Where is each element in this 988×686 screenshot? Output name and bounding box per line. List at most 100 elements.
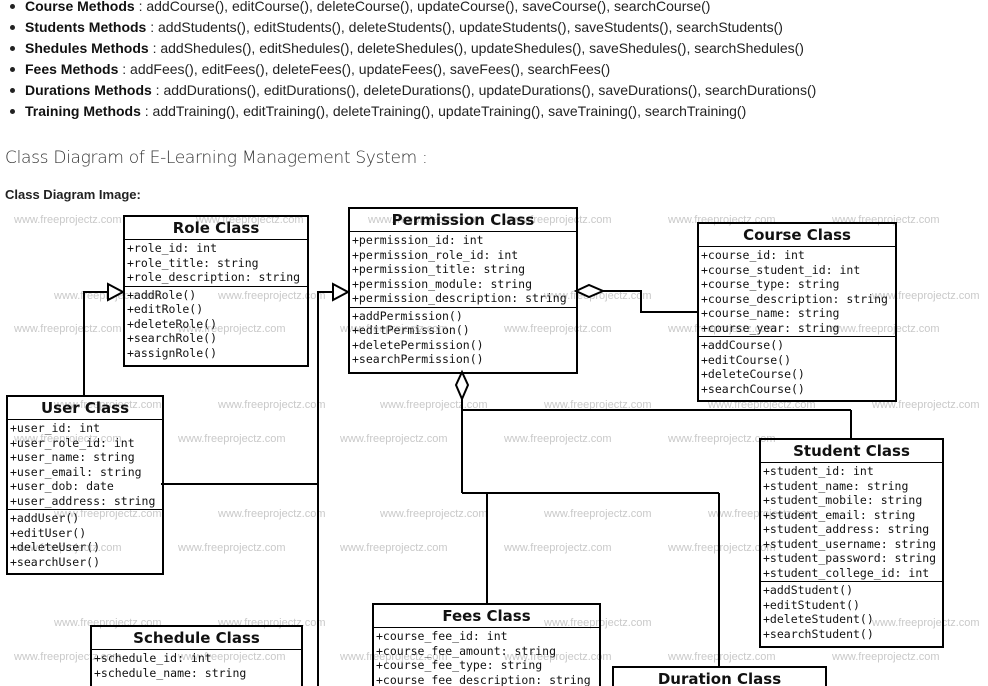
- watermark: www.freeprojectz.com: [668, 323, 776, 335]
- method: +editStudent(): [763, 597, 860, 612]
- watermark: www.freeprojectz.com: [504, 433, 612, 445]
- watermark: www.freeprojectz.com: [872, 290, 980, 302]
- list-item: Durations Methods : addDurations(), edit…: [10, 80, 816, 101]
- method: +deleteStudent(): [763, 612, 874, 626]
- watermark: www.freeprojectz.com: [218, 508, 326, 520]
- class-attributes: +student_id: int +student_name: string +…: [761, 463, 942, 582]
- method-group-name: Course Methods: [25, 0, 135, 14]
- class-methods: +addCourse() +editCourse() +deleteCourse…: [699, 337, 895, 397]
- method-group-methods: : addStudents(), editStudents(), deleteS…: [146, 19, 783, 35]
- class-title: Permission Class: [350, 209, 576, 232]
- method: +searchStudent(): [763, 626, 874, 641]
- attribute: +course_id: int: [701, 248, 805, 262]
- method: +deletePermission(): [352, 337, 484, 352]
- duration-class-box: Duration Class: [612, 666, 827, 686]
- method: +editRole(): [127, 302, 204, 316]
- inheritance-arrow-icon: [107, 282, 126, 302]
- attribute: +role_title: string: [127, 255, 259, 270]
- class-methods: +addPermission() +editPermission() +dele…: [350, 308, 576, 368]
- attribute: +course_student_id: int: [701, 262, 861, 277]
- attribute: +user_role_id: int: [10, 435, 135, 450]
- watermark: www.freeprojectz.com: [504, 651, 612, 663]
- attribute: +student_password: string: [763, 551, 937, 565]
- list-item: Training Methods : addTraining(), editTr…: [10, 101, 746, 122]
- role-class-box: Role Class +role_id: int +role_title: st…: [123, 215, 309, 367]
- attribute: +schedule_id: int: [94, 651, 212, 665]
- attribute: +course_type: string: [701, 277, 840, 291]
- permission-course-link: [603, 290, 697, 313]
- attribute: +role_description: string: [127, 270, 301, 284]
- course-class-box: Course Class +course_id: int +course_stu…: [697, 222, 897, 402]
- watermark: www.freeprojectz.com: [14, 214, 122, 226]
- method: +deleteCourse(): [701, 367, 805, 381]
- watermark: www.freeprojectz.com: [708, 508, 816, 520]
- user-role-link: [83, 291, 108, 395]
- method: +addCourse(): [701, 338, 785, 352]
- method: +searchRole(): [127, 331, 218, 345]
- method: +addRole(): [127, 287, 197, 302]
- watermark: www.freeprojectz.com: [544, 508, 652, 520]
- class-attributes: +role_id: int +role_title: string +role_…: [125, 240, 307, 287]
- schedule-class-box: Schedule Class +schedule_id: int +schedu…: [90, 625, 303, 686]
- watermark: www.freeprojectz.com: [14, 542, 122, 554]
- method: +assignRole(): [127, 345, 218, 360]
- class-attributes: +permission_id: int +permission_role_id:…: [350, 232, 576, 308]
- attribute: +course_name: string: [701, 306, 840, 320]
- attribute: +student_mobile: string: [763, 493, 923, 507]
- method-group-methods: : addCourse(), editCourse(), deleteCours…: [134, 0, 711, 14]
- aggregation-diamond-icon: [573, 283, 606, 299]
- class-attributes: +course_fee_id: int +course_fee_amount: …: [374, 628, 599, 686]
- list-item: Shedules Methods : addShedules(), editSh…: [10, 38, 804, 59]
- user-class-box: User Class +user_id: int +user_role_id: …: [6, 395, 164, 575]
- bullet-icon: [10, 24, 15, 30]
- watermark: www.freeprojectz.com: [504, 542, 612, 554]
- watermark: www.freeprojectz.com: [178, 651, 286, 663]
- class-methods: +addUser() +editUser() +deleteUser() +se…: [8, 510, 162, 570]
- method: +editUser(): [10, 525, 87, 540]
- attribute: +course_description: string: [701, 291, 888, 306]
- method: +addStudent(): [763, 583, 854, 597]
- watermark: www.freeprojectz.com: [544, 290, 652, 302]
- attribute: +permission_module: string: [352, 276, 533, 291]
- class-title: Schedule Class: [92, 627, 301, 650]
- method-group-methods: : addFees(), editFees(), deleteFees(), u…: [118, 61, 611, 77]
- attribute: +user_address: string: [10, 493, 156, 508]
- attribute: +user_id: int: [10, 421, 101, 435]
- class-attributes: +course_id: int +course_student_id: int …: [699, 247, 895, 337]
- attribute: +permission_title: string: [352, 262, 526, 276]
- attribute: +course_fee_type: string: [376, 658, 543, 672]
- permission-class-box: Permission Class +permission_id: int +pe…: [348, 207, 578, 374]
- class-title: Student Class: [761, 440, 942, 463]
- watermark: www.freeprojectz.com: [544, 617, 652, 629]
- image-label: Class Diagram Image:: [5, 187, 141, 202]
- class-methods: +addRole() +editRole() +deleteRole() +se…: [125, 287, 307, 362]
- attribute: +course_fee_amount: string: [376, 643, 557, 658]
- watermark: www.freeprojectz.com: [504, 214, 612, 226]
- bullet-icon: [10, 87, 15, 93]
- attribute: +student_college_id: int: [763, 565, 930, 580]
- attribute: +student_id: int: [763, 464, 874, 478]
- class-title: Fees Class: [374, 605, 599, 628]
- attribute: +user_dob: date: [10, 479, 114, 493]
- watermark: www.freeprojectz.com: [872, 617, 980, 629]
- section-heading: Class Diagram of E-Learning Management S…: [5, 148, 428, 168]
- method-group-name: Training Methods: [25, 103, 141, 119]
- class-title: Role Class: [125, 217, 307, 240]
- class-title: User Class: [8, 397, 162, 420]
- attribute: +student_address: string: [763, 522, 930, 536]
- method: +addUser(): [10, 511, 80, 525]
- list-item: Course Methods : addCourse(), editCourse…: [10, 0, 710, 17]
- bullet-icon: [10, 66, 15, 72]
- watermark: www.freeprojectz.com: [178, 542, 286, 554]
- watermark: www.freeprojectz.com: [832, 651, 940, 663]
- watermark: www.freeprojectz.com: [14, 651, 122, 663]
- list-item: Fees Methods : addFees(), editFees(), de…: [10, 59, 610, 80]
- class-title: Course Class: [699, 224, 895, 247]
- watermark: www.freeprojectz.com: [178, 323, 286, 335]
- attribute: +role_id: int: [127, 241, 218, 255]
- method: +searchCourse(): [701, 381, 805, 396]
- bullet-icon: [10, 108, 15, 114]
- attribute: +student_email: string: [763, 507, 916, 522]
- watermark: www.freeprojectz.com: [504, 323, 612, 335]
- attribute: +course_fee_description: string: [376, 672, 591, 686]
